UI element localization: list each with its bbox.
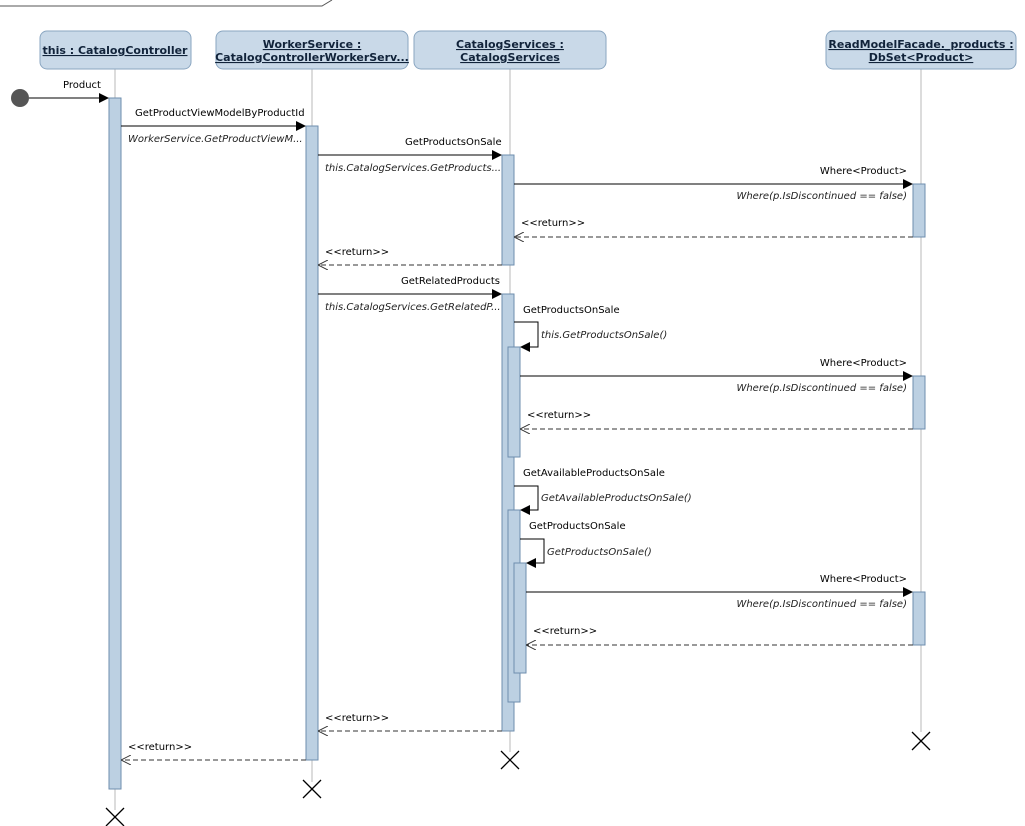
activation-bars (108, 97, 926, 790)
lifeline-worker-title: WorkerService : (263, 38, 362, 51)
message-self-getproductsonsale-2-call: GetProductsOnSale() (547, 547, 652, 558)
message-self-getavailable-call: GetAvailableProductsOnSale() (541, 493, 692, 504)
message-getproductviewmodel-call: WorkerService.GetProductViewM... (128, 134, 303, 145)
message-self-getavailable-arrow[interactable] (514, 485, 539, 515)
message-getproductsonsale-call: this.CatalogServices.GetProducts... (325, 163, 501, 174)
message-product-label: Product (63, 80, 101, 91)
message-where-1-call: Where(p.IsDiscontinued == false) (736, 191, 907, 202)
lifeline-head-readmodel[interactable]: ReadModelFacade._products : DbSet<Produc… (825, 30, 1017, 70)
lifeline-services-type: CatalogServices (460, 51, 560, 64)
message-getrelatedproducts-call: this.CatalogServices.GetRelatedP... (325, 302, 501, 313)
frame-edge (0, 0, 333, 7)
destroy-services-icon (500, 750, 520, 770)
destroy-controller-icon (105, 807, 125, 826)
activation-services-nested-1[interactable] (507, 346, 521, 458)
lifeline-controller-title: this : CatalogController (43, 44, 189, 57)
activation-services-nested-3[interactable] (513, 562, 527, 674)
destroy-markers (105, 731, 931, 826)
message-self-getavailable-label: GetAvailableProductsOnSale (523, 468, 665, 479)
message-where-2-call: Where(p.IsDiscontinued == false) (736, 383, 907, 394)
destroy-readmodel-icon (911, 731, 931, 751)
message-getproductsonsale-label: GetProductsOnSale (405, 137, 502, 148)
return-where-2-label: <<return>> (527, 410, 591, 421)
message-self-getproductsonsale-call: this.GetProductsOnSale() (541, 330, 667, 341)
return-where-3-label: <<return>> (533, 626, 597, 637)
message-self-getproductsonsale-label: GetProductsOnSale (523, 305, 620, 316)
activation-readmodel-3[interactable] (912, 591, 926, 646)
lifeline-head-controller[interactable]: this : CatalogController (39, 30, 192, 70)
message-self-getproductsonsale-2-arrow[interactable] (520, 538, 545, 568)
message-where-1-label: Where<Product> (820, 166, 907, 177)
lifeline-services-title: CatalogServices : (456, 38, 564, 51)
activation-worker[interactable] (305, 125, 319, 761)
lifeline-readmodel-type: DbSet<Product> (869, 51, 974, 64)
return-getproductsonsale-label: <<return>> (325, 247, 389, 258)
activation-controller[interactable] (108, 97, 122, 790)
activation-readmodel-1[interactable] (912, 183, 926, 238)
activation-readmodel-2[interactable] (912, 375, 926, 430)
start-node (11, 89, 29, 107)
message-where-3-call: Where(p.IsDiscontinued == false) (736, 599, 907, 610)
lifeline-head-services[interactable]: CatalogServices : CatalogServices (413, 30, 607, 70)
lifeline-head-worker[interactable]: WorkerService : CatalogControllerWorkerS… (215, 30, 409, 70)
return-getrelatedproducts-label: <<return>> (325, 713, 389, 724)
destroy-worker-icon (302, 779, 322, 799)
message-self-getproductsonsale-arrow[interactable] (514, 321, 539, 352)
message-self-getproductsonsale-2-label: GetProductsOnSale (529, 521, 626, 532)
activation-services-1[interactable] (501, 154, 515, 266)
lifeline-readmodel-title: ReadModelFacade._products : (828, 38, 1013, 51)
return-getproductviewmodel-label: <<return>> (128, 742, 192, 753)
lifeline-worker-type: CatalogControllerWorkerServ... (215, 51, 409, 64)
message-getrelatedproducts-label: GetRelatedProducts (401, 276, 500, 287)
return-where-1-label: <<return>> (521, 218, 585, 229)
message-where-3-label: Where<Product> (820, 574, 907, 585)
message-getproductviewmodel-label: GetProductViewModelByProductId (135, 108, 305, 119)
message-where-2-label: Where<Product> (820, 358, 907, 369)
